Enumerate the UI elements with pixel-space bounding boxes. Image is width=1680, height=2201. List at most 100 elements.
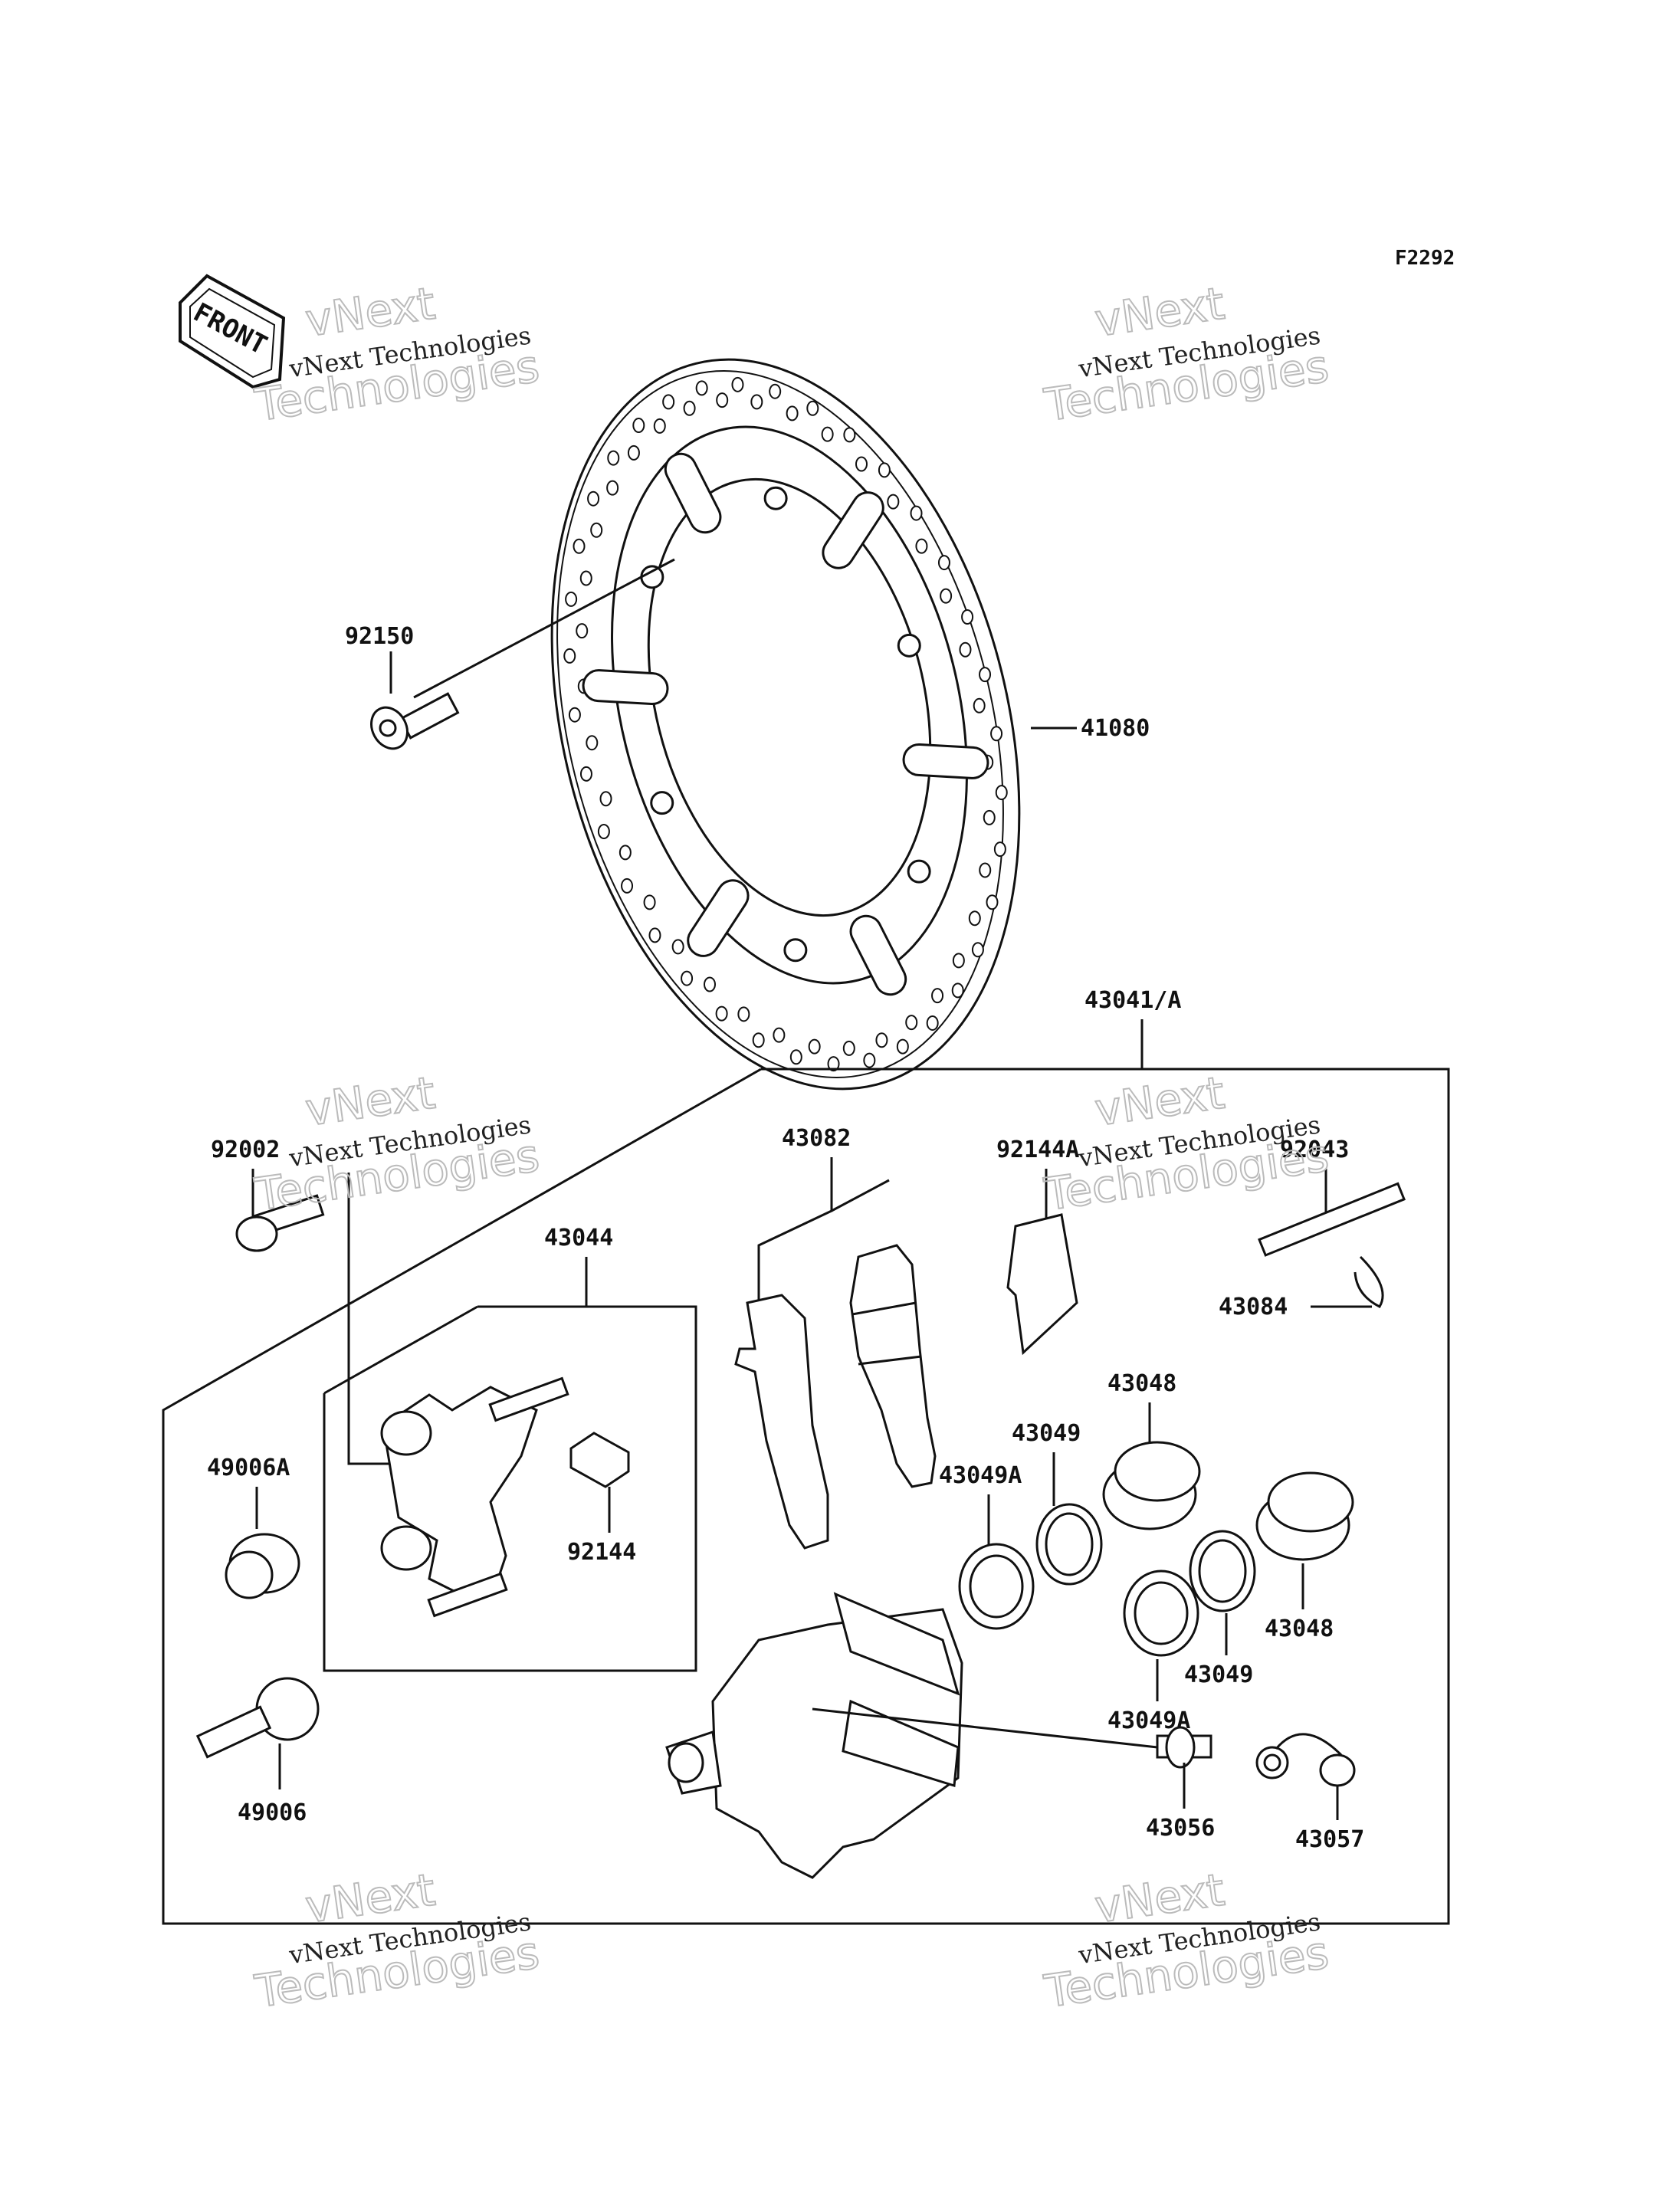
disc-hole	[995, 785, 1008, 801]
piston-43048-upper	[1102, 1441, 1201, 1530]
disc-hole	[961, 608, 974, 625]
disc-slot	[687, 879, 750, 957]
disc-hole	[587, 490, 600, 507]
disc-hole	[896, 1038, 909, 1055]
disc-hole	[773, 1027, 786, 1043]
disc-bolt-hole	[650, 791, 674, 815]
label-43056: 43056	[1146, 1815, 1215, 1842]
disc-hole	[597, 824, 610, 840]
brake-pad-left	[734, 1294, 829, 1550]
clip-92144	[569, 1432, 630, 1488]
label-43082: 43082	[782, 1125, 851, 1152]
disc-hole	[606, 480, 619, 496]
seal-43049A-lower	[1123, 1570, 1199, 1657]
disc-hole	[937, 555, 950, 571]
disc-hole	[951, 982, 964, 999]
disc-hole	[971, 942, 984, 958]
disc-hole	[752, 1032, 765, 1048]
disc-hole	[621, 877, 634, 894]
disc-hole	[627, 444, 640, 461]
brake-disc	[550, 358, 1021, 1091]
disc-bolt-hole	[897, 633, 921, 658]
disc-bolt-hole	[763, 486, 788, 510]
label-41080: 41080	[1081, 715, 1150, 742]
pad-spring-92144A	[1006, 1213, 1078, 1356]
label-92144A: 92144A	[996, 1137, 1079, 1163]
disc-hole	[808, 1038, 821, 1055]
label-43041A: 43041/A	[1084, 987, 1181, 1014]
disc-hole	[715, 1005, 728, 1022]
caliper-bracket	[380, 1376, 569, 1618]
seal-43049-lower	[1189, 1530, 1256, 1612]
disc-hole	[653, 418, 666, 434]
disc-hole	[683, 400, 696, 416]
disc-hole	[737, 1006, 750, 1022]
disc-hole	[750, 394, 763, 410]
disc-hole	[990, 726, 1003, 742]
disc-hole	[843, 427, 856, 443]
disc-hole	[704, 976, 717, 992]
brake-pad-right	[849, 1244, 937, 1488]
disc-bolt-hole	[640, 565, 664, 589]
disc-hole	[619, 845, 632, 861]
disc-hole	[695, 380, 708, 396]
disc-hole	[716, 392, 729, 408]
disc-hole	[973, 697, 986, 713]
disc-hole	[968, 910, 981, 927]
label-92150: 92150	[345, 623, 414, 650]
disc-hole	[565, 591, 578, 607]
bleeder-cap-43057	[1255, 1733, 1356, 1787]
disc-hole	[648, 927, 661, 943]
disc-hole	[769, 383, 782, 399]
figure-code: F2292	[1395, 247, 1455, 270]
disc-hole	[910, 505, 923, 521]
disc-bolt-hole	[907, 859, 931, 884]
disc-hole	[662, 394, 675, 410]
bleeder-valve-43056	[1156, 1726, 1212, 1769]
disc-bolt-hole	[783, 938, 808, 963]
disc-hole	[590, 522, 603, 538]
disc-hole	[887, 494, 900, 510]
disc-hole	[806, 400, 819, 416]
disc-slot	[664, 452, 722, 534]
disc-hole	[842, 1040, 855, 1056]
disc-hole	[959, 641, 972, 658]
disc-hole	[563, 648, 576, 664]
label-92002: 92002	[211, 1137, 280, 1163]
disc-hole	[671, 939, 684, 955]
disc-hole	[855, 456, 868, 472]
caliper-body	[665, 1592, 963, 1879]
disc-hole	[915, 538, 928, 554]
disc-hole	[579, 570, 592, 586]
disc-hole	[821, 426, 834, 442]
label-43084: 43084	[1219, 1294, 1288, 1320]
seal-43049A-upper	[958, 1543, 1035, 1630]
disc-slot	[582, 669, 669, 706]
disc-hole	[607, 450, 620, 466]
disc-hole	[586, 735, 599, 751]
seal-43049-upper	[1035, 1503, 1103, 1586]
pin-clip-43084	[1354, 1255, 1384, 1308]
disc-hole	[979, 862, 992, 878]
disc-hole	[986, 894, 999, 910]
piston-43048-lower	[1255, 1471, 1354, 1561]
disc-vent-holes	[563, 376, 1008, 1072]
label-43049A-upper: 43049A	[939, 1462, 1022, 1489]
label-43048-upper: 43048	[1107, 1370, 1176, 1397]
disc-hole	[905, 1015, 918, 1031]
disc-hole	[599, 791, 612, 807]
label-43048-lower: 43048	[1265, 1615, 1334, 1642]
caliper-assembly-outline	[162, 1068, 1450, 1925]
bracket-assembly-outline	[323, 1305, 697, 1672]
disc-hole	[568, 707, 581, 723]
label-49006: 49006	[238, 1799, 307, 1826]
bolt-92002	[235, 1194, 325, 1252]
label-92144: 92144	[567, 1539, 636, 1566]
front-arrow-icon: FRONT	[179, 274, 286, 389]
disc-slots	[582, 452, 989, 996]
